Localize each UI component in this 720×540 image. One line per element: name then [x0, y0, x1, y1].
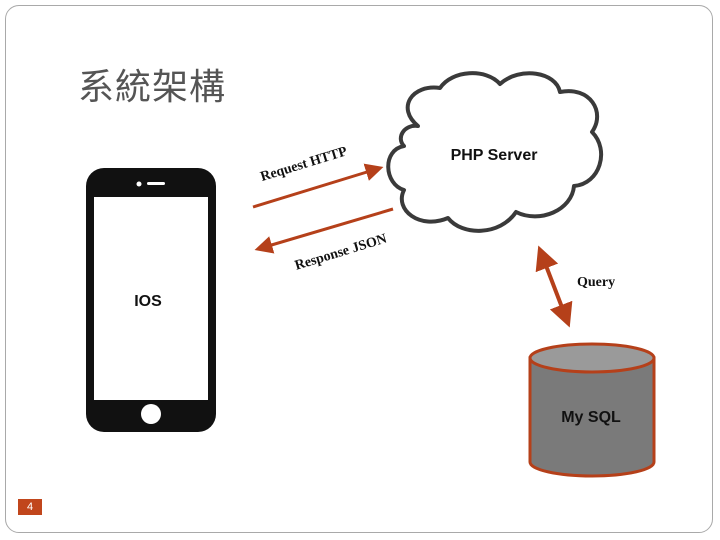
request-label: Request HTTP	[259, 144, 350, 185]
request-arrow	[252, 163, 384, 209]
phone-label: IOS	[134, 293, 162, 310]
database-body	[528, 356, 656, 478]
database-label: My SQL	[561, 409, 621, 426]
query-arrow	[535, 245, 573, 328]
database-top	[528, 342, 656, 374]
response-arrow	[254, 207, 394, 254]
smartphone-icon	[86, 168, 216, 432]
query-label: Query	[577, 275, 615, 290]
response-label: Response JSON	[293, 232, 389, 274]
phone-screen	[94, 197, 208, 400]
phone-home-button	[141, 404, 161, 424]
phone-camera	[136, 181, 142, 187]
slide-title: 系統架構	[78, 67, 227, 108]
phone-speaker	[147, 182, 165, 185]
database-cylinder-icon	[528, 342, 656, 478]
server-label: PHP Server	[451, 147, 538, 164]
cloud-shape	[386, 71, 603, 233]
page-number-badge: 4	[18, 499, 42, 515]
cloud-icon	[386, 71, 603, 233]
